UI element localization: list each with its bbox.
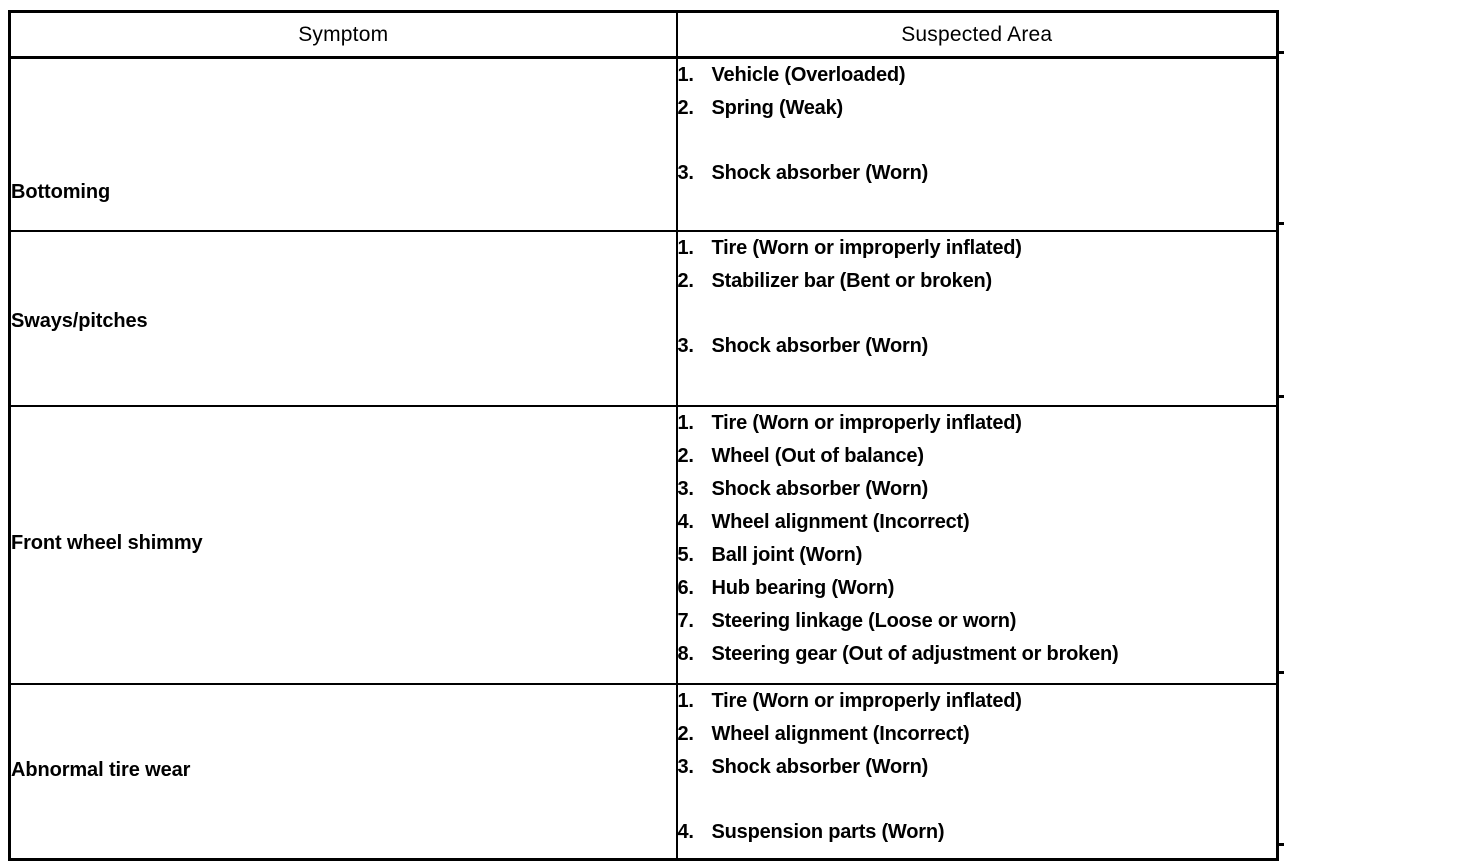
table-row: Sways/pitches 1. Tire (Worn or improperly… (8, 230, 1279, 407)
list-item: 1. Tire (Worn or improperly inflated) (678, 232, 1277, 265)
list-item-number: 3. (677, 478, 694, 500)
list-item-text: Ball joint (Worn) (711, 544, 863, 566)
suspected-area-cell: 1. Tire (Worn or improperly inflated) 2. W… (675, 405, 1279, 685)
column-header-suspected-area: Suspected Area (675, 10, 1279, 59)
list-item: 8. Steering gear (Out of adjustment or br… (678, 638, 1277, 671)
list-item-number: 4. (677, 511, 694, 533)
symptom-cell: Abnormal tire wear (8, 683, 678, 861)
list-item-number: 3. (677, 162, 694, 184)
list-item: 2. Spring (Weak) (678, 92, 1277, 125)
list-item-text: Stabilizer bar (Bent or broken) (711, 270, 993, 292)
list-item-text: Steering gear (Out of adjustment or brok… (711, 643, 1119, 665)
symptom-suspected-area-table: Symptom Suspected Area Bottoming (8, 10, 1284, 861)
list-item: 4. Wheel alignment (Incorrect) (678, 506, 1277, 539)
list-item-number: 2. (677, 445, 694, 467)
list-item-number: 7. (677, 610, 694, 632)
list-item-number: 3. (677, 756, 694, 778)
list-item-text: Hub bearing (Worn) (711, 577, 895, 599)
suspected-area-cell: 1. Vehicle (Overloaded) 2. Spring (Weak) 3… (675, 56, 1279, 232)
list-item: 1. Tire (Worn or improperly inflated) (678, 407, 1277, 440)
symptom-label: Abnormal tire wear (11, 759, 191, 781)
list-item-text: Spring (Weak) (711, 97, 844, 119)
list-item: 2. Stabilizer bar (Bent or broken) (678, 265, 1277, 298)
symptom-label: Bottoming (11, 181, 111, 203)
list-item-text: Tire (Worn or improperly inflated) (711, 690, 1022, 712)
list-item-number: 2. (677, 97, 694, 119)
symptom-label: Sways/pitches (11, 310, 148, 332)
suspected-area-list: 1. Tire (Worn or improperly inflated) 2. W… (678, 407, 1277, 671)
symptom-cell: Bottoming (8, 56, 678, 232)
list-item: 7. Steering linkage (Loose or worn) (678, 605, 1277, 638)
symptom-cell: Front wheel shimmy (8, 405, 678, 685)
rule-overhang (1276, 222, 1284, 225)
list-item-number: 1. (677, 412, 694, 434)
suspected-area-list: 1. Tire (Worn or improperly inflated) 2. S… (678, 232, 1277, 363)
list-item-number: 3. (677, 335, 694, 357)
list-item: 3. Shock absorber (Worn) (678, 157, 1277, 190)
list-item-text: Shock absorber (Worn) (711, 478, 929, 500)
column-header-suspected-area-label: Suspected Area (901, 23, 1053, 46)
list-item: 2. Wheel (Out of balance) (678, 440, 1277, 473)
table-row: Bottoming 1. Vehicle (Overloaded) 2. Sprin… (8, 56, 1279, 232)
table-body: Bottoming 1. Vehicle (Overloaded) 2. Sprin… (8, 56, 1279, 861)
rule-overhang (1276, 843, 1284, 846)
table-row: Front wheel shimmy 1. Tire (Worn or impro… (8, 405, 1279, 685)
rule-overhang (1276, 671, 1284, 674)
list-item-text: Tire (Worn or improperly inflated) (711, 237, 1022, 259)
list-item-number: 5. (677, 544, 694, 566)
symptom-label: Front wheel shimmy (11, 532, 203, 554)
symptom-cell: Sways/pitches (8, 230, 678, 407)
list-item-number: 2. (677, 723, 694, 745)
list-item: 2. Wheel alignment (Incorrect) (678, 718, 1277, 751)
list-item: 3. Shock absorber (Worn) (678, 751, 1277, 784)
list-item-number: 1. (677, 64, 694, 86)
list-item-number: 6. (677, 577, 694, 599)
table-header-row: Symptom Suspected Area (8, 10, 1279, 59)
list-item: 5. Ball joint (Worn) (678, 539, 1277, 572)
list-item-number: 1. (677, 237, 694, 259)
list-item-number: 1. (677, 690, 694, 712)
suspected-area-list: 1. Tire (Worn or improperly inflated) 2. W… (678, 685, 1277, 849)
list-item-text: Steering linkage (Loose or worn) (711, 610, 1017, 632)
list-item-number: 4. (677, 821, 694, 843)
list-item: 1. Tire (Worn or improperly inflated) (678, 685, 1277, 718)
diagnostic-table: Symptom Suspected Area Bottoming (8, 10, 1279, 861)
list-item: 4. Suspension parts (Worn) (678, 816, 1277, 849)
column-header-symptom: Symptom (8, 10, 678, 59)
list-item: 6. Hub bearing (Worn) (678, 572, 1277, 605)
list-item-text: Shock absorber (Worn) (711, 756, 929, 778)
list-item-text: Vehicle (Overloaded) (711, 64, 906, 86)
list-item-text: Shock absorber (Worn) (711, 162, 929, 184)
list-item-number: 2. (677, 270, 694, 292)
list-item: 3. Shock absorber (Worn) (678, 473, 1277, 506)
rule-overhang (1276, 395, 1284, 398)
list-item: 3. Shock absorber (Worn) (678, 330, 1277, 363)
list-item-number: 8. (677, 643, 694, 665)
suspected-area-cell: 1. Tire (Worn or improperly inflated) 2. W… (675, 683, 1279, 861)
list-item-text: Wheel alignment (Incorrect) (711, 723, 970, 745)
suspected-area-list: 1. Vehicle (Overloaded) 2. Spring (Weak) 3… (678, 59, 1277, 190)
suspected-area-cell: 1. Tire (Worn or improperly inflated) 2. S… (675, 230, 1279, 407)
list-item-text: Wheel (Out of balance) (711, 445, 924, 467)
list-item-text: Tire (Worn or improperly inflated) (711, 412, 1022, 434)
list-item-text: Suspension parts (Worn) (711, 821, 945, 843)
rule-overhang (1276, 51, 1284, 54)
column-header-symptom-label: Symptom (298, 23, 389, 46)
list-item-text: Wheel alignment (Incorrect) (711, 511, 970, 533)
table-row: Abnormal tire wear 1. Tire (Worn or impro… (8, 683, 1279, 861)
list-item-text: Shock absorber (Worn) (711, 335, 929, 357)
list-item: 1. Vehicle (Overloaded) (678, 59, 1277, 92)
